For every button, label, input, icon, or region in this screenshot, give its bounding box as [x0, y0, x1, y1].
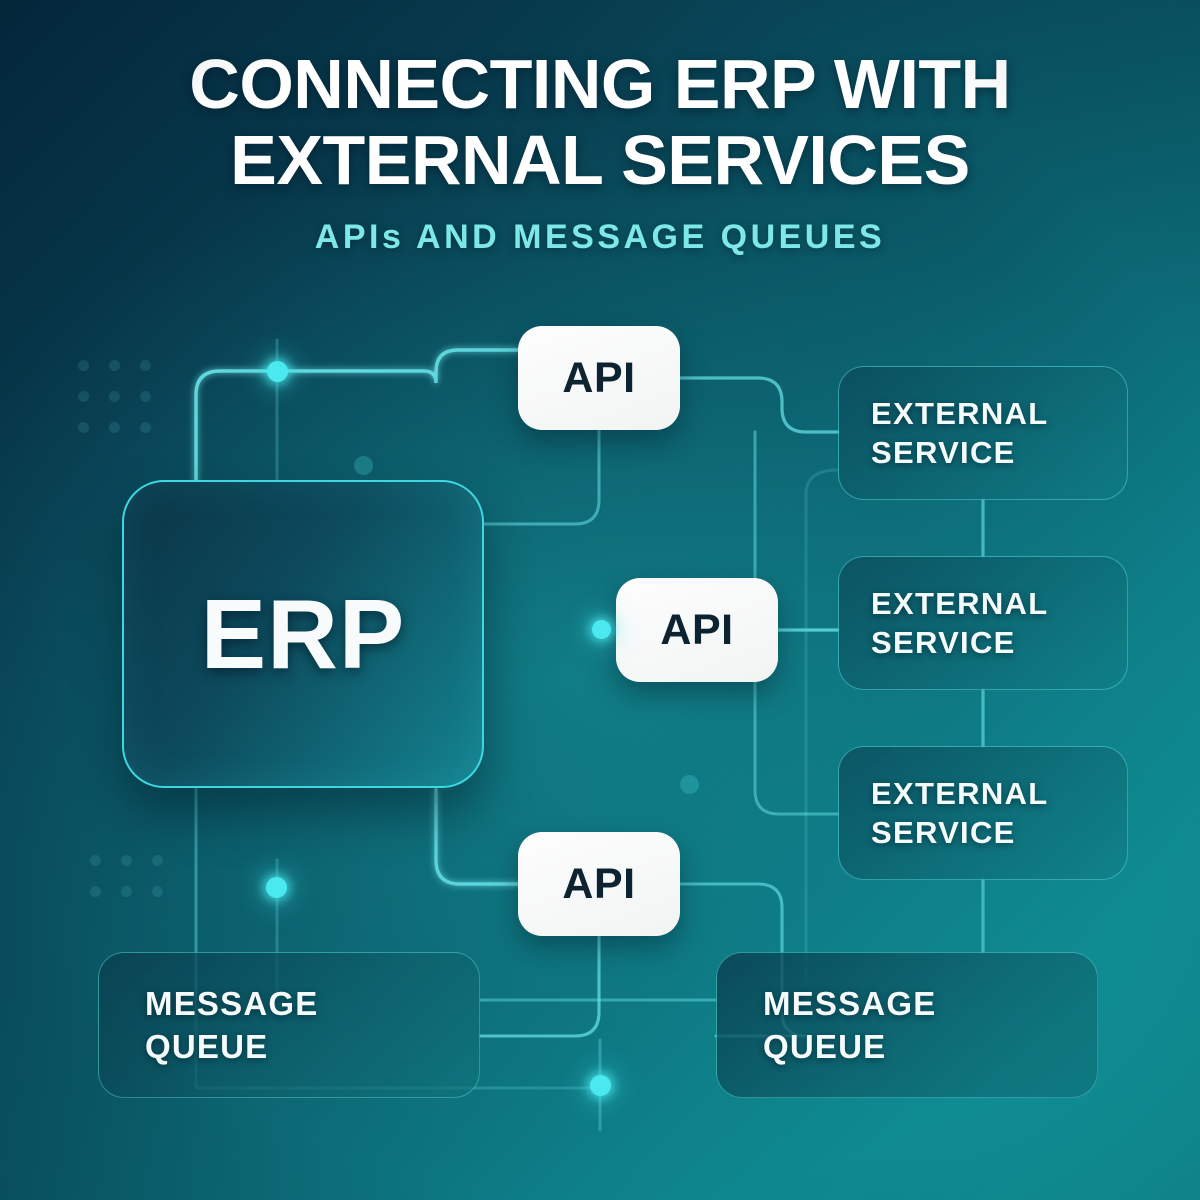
external-service-node-3[interactable]: EXTERNAL SERVICE — [838, 746, 1128, 880]
connector-glow-dot-top-left — [267, 361, 288, 382]
decorative-dot-grid-bottom — [90, 855, 163, 897]
external-service-node-3-line1: EXTERNAL — [871, 776, 1049, 811]
header: CONNECTING ERP WITH EXTERNAL SERVICES AP… — [0, 46, 1200, 256]
erp-node[interactable]: ERP — [122, 480, 484, 788]
connector-glow-dot-api-middle — [592, 620, 611, 639]
message-queue-node-right-label: MESSAGE QUEUE — [763, 982, 936, 1068]
external-service-node-2-label: EXTERNAL SERVICE — [871, 584, 1048, 662]
wire-api-bottom-to-mq-left — [478, 934, 601, 1038]
page-title: CONNECTING ERP WITH EXTERNAL SERVICES — [189, 45, 1011, 199]
message-queue-node-left-line2: QUEUE — [145, 1028, 269, 1065]
wire-erp-to-api-bottom — [434, 788, 520, 886]
connector-dim-dot-lower — [680, 775, 699, 794]
api-node-top[interactable]: API — [518, 326, 680, 430]
api-node-top-label: API — [562, 353, 636, 402]
message-queue-node-right-line2: QUEUE — [763, 1028, 887, 1065]
erp-node-label: ERP — [200, 578, 406, 689]
external-service-node-3-line2: SERVICE — [871, 815, 1016, 850]
api-node-bottom[interactable]: API — [518, 832, 680, 936]
wire-right-gutter — [804, 468, 840, 982]
decorative-dot-grid-top — [78, 360, 151, 433]
external-service-node-2-line2: SERVICE — [871, 625, 1016, 660]
external-service-node-2-line1: EXTERNAL — [871, 586, 1049, 621]
external-service-node-1[interactable]: EXTERNAL SERVICE — [838, 366, 1128, 500]
api-node-middle[interactable]: API — [616, 578, 778, 682]
connector-dim-dot-upper — [354, 456, 373, 475]
message-queue-node-left-line1: MESSAGE — [145, 985, 319, 1022]
wire-api-top-to-ext-1 — [678, 376, 840, 434]
external-service-node-2[interactable]: EXTERNAL SERVICE — [838, 556, 1128, 690]
message-queue-node-left[interactable]: MESSAGE QUEUE — [98, 952, 480, 1098]
wire-erp-to-api-top — [194, 348, 520, 484]
message-queue-node-right-line1: MESSAGE — [763, 985, 937, 1022]
message-queue-node-right[interactable]: MESSAGE QUEUE — [716, 952, 1098, 1098]
page-subtitle: APIs AND MESSAGE QUEUES — [314, 218, 886, 256]
api-node-bottom-label: API — [562, 859, 636, 908]
connector-glow-dot-bottom-center — [590, 1075, 611, 1096]
external-service-node-3-label: EXTERNAL SERVICE — [871, 774, 1048, 852]
wire-riser-to-ext-3 — [753, 430, 840, 816]
external-service-node-1-line1: EXTERNAL — [871, 396, 1049, 431]
message-queue-node-left-label: MESSAGE QUEUE — [145, 982, 318, 1068]
api-node-middle-label: API — [660, 605, 734, 654]
external-service-node-1-line2: SERVICE — [871, 435, 1016, 470]
external-service-node-1-label: EXTERNAL SERVICE — [871, 394, 1048, 472]
connector-glow-dot-bottom-left — [266, 877, 287, 898]
